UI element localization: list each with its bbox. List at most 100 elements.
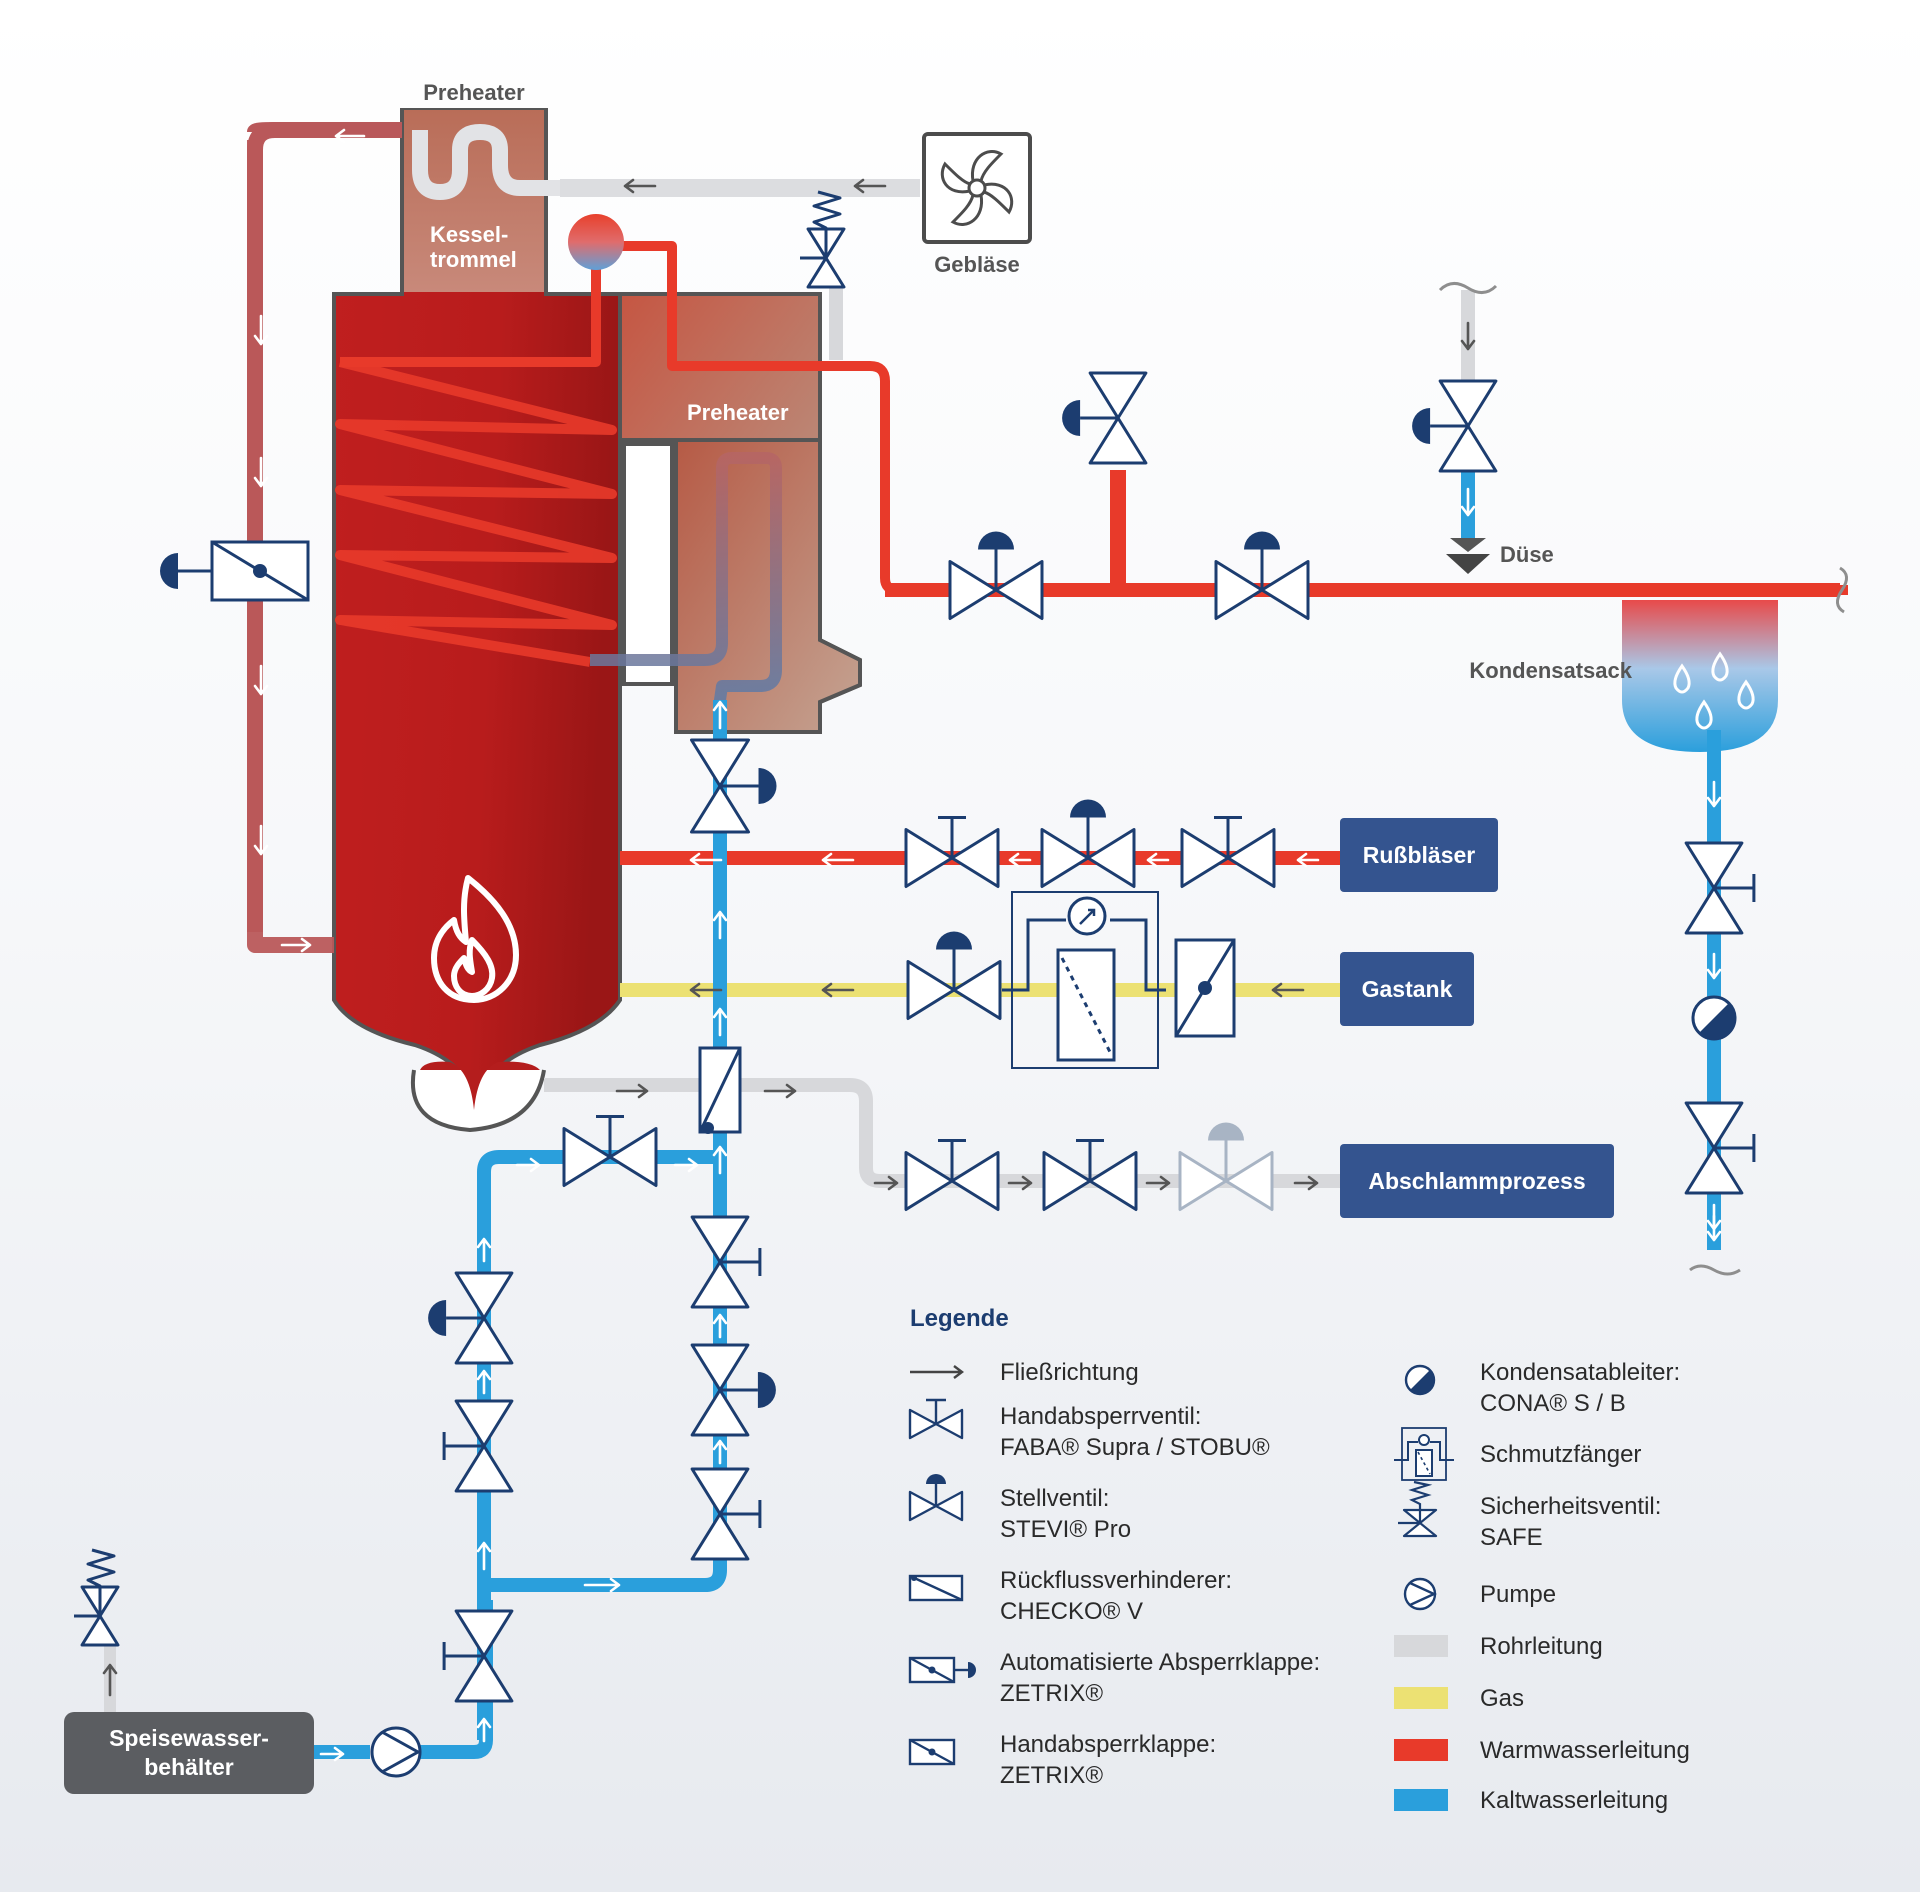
flow-arrow-icon bbox=[280, 937, 312, 953]
legend-item-label: Fließrichtung bbox=[1000, 1359, 1139, 1386]
flow-arrow-icon bbox=[476, 1541, 492, 1571]
flow-arrow-icon bbox=[623, 178, 657, 194]
russ-hand-valve-2 bbox=[1180, 815, 1276, 889]
blowdown-hand-valve-1 bbox=[904, 1138, 1000, 1212]
manual-butterfly-icon bbox=[908, 1738, 956, 1766]
flow-arrow-icon bbox=[712, 700, 728, 730]
strainer-icon bbox=[1394, 1427, 1454, 1481]
speise-safety-valve bbox=[74, 1548, 120, 1647]
speisewasser-box: Speisewasser- behälter bbox=[64, 1712, 314, 1794]
flow-arrow-icon bbox=[476, 1369, 492, 1395]
steam-branch-control-valve bbox=[1062, 371, 1148, 465]
automated-butterfly-icon bbox=[908, 1656, 976, 1684]
steam-header bbox=[885, 470, 1848, 614]
flow-arrow-icon bbox=[253, 664, 269, 696]
flow-arrow-icon bbox=[476, 1237, 492, 1263]
flow-arrow-icon bbox=[583, 1577, 621, 1593]
flow-arrow-icon bbox=[1007, 1175, 1033, 1191]
russblaeser-label: Rußbläser bbox=[1363, 842, 1476, 868]
flow-arrow-icon bbox=[515, 1157, 541, 1173]
flow-arrow-icon bbox=[1146, 852, 1170, 868]
steam-trap bbox=[1691, 995, 1737, 1041]
cold-hand-valve-r2 bbox=[690, 1467, 762, 1561]
flow-arrow-icon bbox=[334, 128, 366, 144]
flow-arrow-icon bbox=[1706, 1214, 1722, 1242]
legend-item-sublabel: FABA® Supra / STOBU® bbox=[1000, 1434, 1270, 1461]
legend-item-sublabel: ZETRIX® bbox=[1000, 1762, 1103, 1789]
abschlamm-label: Abschlammprozess bbox=[1368, 1168, 1585, 1194]
flow-arrow-icon bbox=[689, 852, 723, 868]
flow-arrow-icon bbox=[615, 1083, 649, 1099]
fan-icon bbox=[560, 132, 1032, 244]
pipe-gray-swatch bbox=[1394, 1635, 1448, 1657]
flow-arrow-icon bbox=[1706, 952, 1722, 980]
blowdown-hand-valve-2 bbox=[1042, 1138, 1138, 1212]
control-valve-icon bbox=[908, 1474, 964, 1522]
cold-hand-valve-l2 bbox=[442, 1609, 514, 1703]
flow-arrow-icon bbox=[712, 910, 728, 940]
geblaese-label: Gebläse bbox=[934, 252, 1020, 277]
legend-item-label: Pumpe bbox=[1480, 1581, 1556, 1608]
flame-icon bbox=[431, 875, 519, 1003]
flow-arrow-icon bbox=[910, 1365, 964, 1379]
legend-item-label: Sicherheitsventil: bbox=[1480, 1493, 1661, 1520]
flow-arrow-icon bbox=[673, 1157, 699, 1173]
flow-arrow-icon bbox=[1145, 1175, 1171, 1191]
flow-arrow-icon bbox=[763, 1083, 797, 1099]
legend-item-sublabel: STEVI® Pro bbox=[1000, 1516, 1131, 1543]
nozzle-control-valve bbox=[1412, 379, 1498, 473]
legend-item-label: Rückflussverhinderer: bbox=[1000, 1567, 1232, 1594]
flow-arrow-icon bbox=[821, 852, 855, 868]
flow-arrow-icon bbox=[1460, 321, 1476, 351]
gas-control-valve bbox=[906, 931, 1002, 1021]
abschlamm-box: Abschlammprozess bbox=[1340, 1144, 1614, 1218]
blowdown-pipe bbox=[544, 1078, 1340, 1188]
flow-arrow-icon bbox=[476, 1717, 492, 1743]
legend-item-label: Kaltwasserleitung bbox=[1480, 1787, 1668, 1814]
preheater-control-valve bbox=[689, 738, 777, 834]
automated-butterfly-left bbox=[160, 540, 310, 602]
cold-hand-valve-r1 bbox=[690, 1215, 762, 1309]
flow-arrow-icon bbox=[102, 1663, 118, 1697]
legend-item-label: Gas bbox=[1480, 1685, 1524, 1712]
cold-hand-valve-l1 bbox=[442, 1399, 514, 1493]
legend-item-label: Handabsperrventil: bbox=[1000, 1403, 1201, 1430]
safety-valve-icon bbox=[1398, 1480, 1438, 1538]
feed-pump bbox=[370, 1726, 422, 1778]
russ-hand-valve-1 bbox=[904, 815, 1000, 889]
legend-item-label: Handabsperrklappe: bbox=[1000, 1731, 1216, 1758]
gastank-label: Gastank bbox=[1362, 976, 1453, 1002]
preheater-inner-label: Preheater bbox=[687, 400, 789, 425]
legend-item-label: Automatisierte Absperrklappe: bbox=[1000, 1649, 1320, 1676]
legend-item-label: Rohrleitung bbox=[1480, 1633, 1603, 1660]
gas-strainer bbox=[1002, 891, 1166, 1069]
steam-control-valve-1 bbox=[948, 531, 1044, 621]
legend-item-label: Warmwasserleitung bbox=[1480, 1737, 1690, 1764]
flow-arrow-icon bbox=[1706, 780, 1722, 808]
cold-water-swatch bbox=[1394, 1789, 1448, 1811]
cold-control-valve-r bbox=[690, 1343, 776, 1437]
legend-item-sublabel: ZETRIX® bbox=[1000, 1680, 1103, 1707]
hand-valve-icon bbox=[908, 1398, 964, 1440]
duese-label: Düse bbox=[1500, 542, 1554, 567]
flow-arrow-icon bbox=[253, 314, 269, 346]
flow-arrow-icon bbox=[253, 824, 269, 856]
legend-title: Legende bbox=[910, 1305, 1009, 1332]
heating-coil bbox=[335, 357, 617, 667]
flow-arrow-icon bbox=[253, 456, 269, 488]
russblaeser-box: Rußbläser bbox=[1340, 818, 1498, 892]
cold-control-valve-l bbox=[428, 1271, 514, 1365]
check-valve-vertical bbox=[698, 1046, 742, 1134]
speisewasser-label-1: Speisewasser- bbox=[109, 1725, 269, 1751]
legend-item-sublabel: SAFE bbox=[1480, 1524, 1543, 1551]
flow-arrow-icon bbox=[712, 1007, 728, 1037]
steam-trap-icon bbox=[1404, 1364, 1436, 1396]
check-valve-icon bbox=[908, 1574, 964, 1602]
kondensatsack-label: Kondensatsack bbox=[1469, 658, 1632, 683]
kesseltrommel-label-1: Kessel- bbox=[430, 222, 508, 247]
flow-arrow-icon bbox=[873, 1175, 899, 1191]
legend-item-sublabel: CHECKO® V bbox=[1000, 1598, 1143, 1625]
flow-arrow-icon bbox=[712, 1313, 728, 1339]
gas-swatch bbox=[1394, 1687, 1448, 1709]
